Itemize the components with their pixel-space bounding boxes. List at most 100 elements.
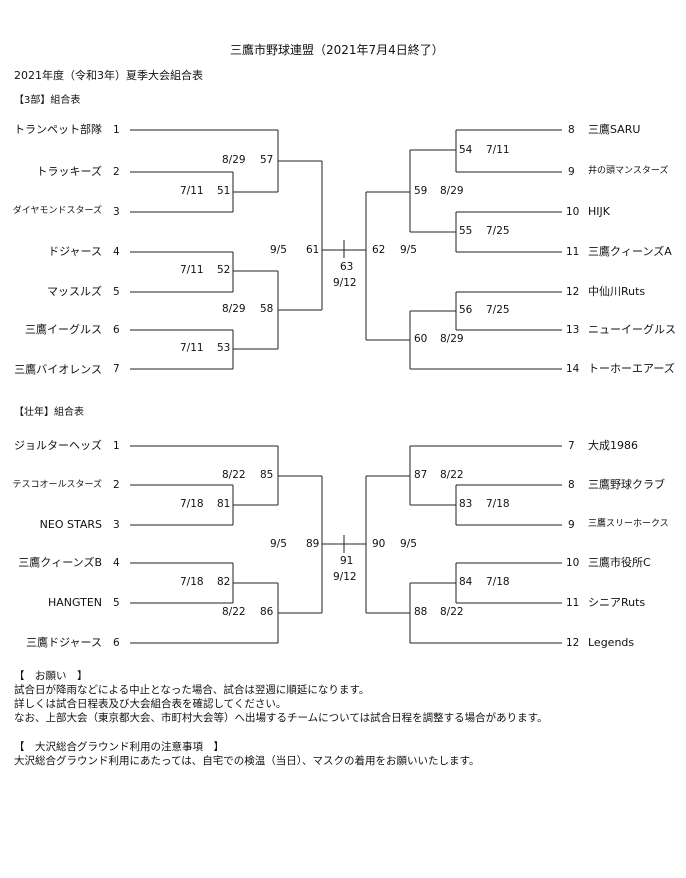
team-number: 1 [113, 440, 120, 452]
request-line: 詳しくは試合日程表及び大会組合表を確認してください。 [14, 698, 287, 710]
team-number: 9 [568, 519, 575, 531]
game-number: 86 [260, 606, 274, 618]
game-date: 7/25 [486, 225, 510, 237]
game-date: 7/11 [180, 185, 204, 197]
div3-header: 【3部】組合表 [14, 95, 81, 106]
team-name: トランペット部隊 [14, 123, 102, 136]
game-number: 57 [260, 154, 274, 166]
masters-header: 【壮年】組合表 [14, 407, 84, 418]
team-name: Legends [588, 636, 635, 649]
game-date: 9/5 [400, 244, 417, 256]
document-subtitle: 2021年度（令和3年）夏季大会組合表 [14, 69, 203, 82]
team-name: 三鷹バイオレンス [14, 363, 102, 376]
final-game-date: 9/12 [333, 277, 357, 289]
team-number: 8 [568, 479, 575, 491]
team-name: 三鷹クィーンズB [18, 556, 102, 569]
team-name: トラッキーズ [36, 165, 102, 178]
game-date: 7/11 [486, 144, 510, 156]
game-date: 7/25 [486, 304, 510, 316]
game-number: 84 [459, 576, 473, 588]
game-date: 8/22 [440, 469, 464, 481]
game-date: 7/18 [180, 576, 204, 588]
game-number: 51 [217, 185, 231, 197]
team-name: テスコオールスターズ [12, 480, 102, 490]
game-number: 62 [372, 244, 386, 256]
team-number: 9 [568, 166, 575, 178]
game-date: 8/29 [440, 333, 464, 345]
game-number: 56 [459, 304, 473, 316]
team-number: 3 [113, 206, 120, 218]
game-date: 9/5 [270, 538, 287, 550]
team-number: 2 [113, 166, 120, 178]
game-number: 60 [414, 333, 428, 345]
game-number: 90 [372, 538, 386, 550]
team-number: 8 [568, 124, 575, 136]
game-number: 87 [414, 469, 428, 481]
team-name: ニューイーグルス [588, 323, 676, 336]
team-name: 三鷹野球クラブ [588, 478, 665, 491]
request-line: 試合日が降雨などによる中止となった場合、試合は翌週に順延になります。 [14, 684, 370, 696]
game-date: 8/29 [222, 303, 246, 315]
game-date: 7/11 [180, 342, 204, 354]
request-header: 【 お願い 】 [14, 670, 88, 682]
team-name: シニアRuts [588, 596, 646, 609]
team-name: HANGTEN [47, 596, 102, 609]
game-date: 8/22 [222, 469, 246, 481]
final-game-date: 9/12 [333, 571, 357, 583]
team-number: 6 [113, 637, 120, 649]
game-number: 54 [459, 144, 473, 156]
team-number: 4 [113, 246, 120, 258]
game-date: 9/5 [270, 244, 287, 256]
team-name: 三鷹イーグルス [25, 323, 102, 336]
team-name: ドジャース [48, 245, 102, 258]
team-name: 三鷹市役所C [588, 556, 651, 569]
game-number: 85 [260, 469, 274, 481]
game-date: 8/22 [222, 606, 246, 618]
game-number: 52 [217, 264, 231, 276]
team-name: 三鷹クィーンズA [588, 245, 672, 258]
team-number: 6 [113, 324, 120, 336]
team-number: 2 [113, 479, 120, 491]
team-number: 11 [566, 597, 580, 609]
team-name: 中仙川Ruts [588, 285, 646, 298]
game-number: 83 [459, 498, 473, 510]
game-number: 61 [306, 244, 320, 256]
team-name: 三鷹スリーホークス [588, 519, 669, 529]
team-number: 14 [566, 363, 580, 375]
ground-line: 大沢総合グラウンド利用にあたっては、自宅での検温（当日）、マスクの着用をお願いい… [14, 755, 480, 767]
team-name: 井の頭マンスターズ [588, 166, 669, 176]
request-line: なお、上部大会（東京都大会、市町村大会等）へ出場するチームについては試合日程を調… [14, 712, 548, 724]
team-number: 7 [113, 363, 120, 375]
game-number: 82 [217, 576, 231, 588]
div3-left-bracket [130, 129, 366, 370]
team-number: 3 [113, 519, 120, 531]
div3-right-bracket [365, 129, 562, 370]
masters-right-bracket [365, 445, 562, 644]
game-date: 7/18 [180, 498, 204, 510]
game-date: 8/22 [440, 606, 464, 618]
ground-notes: 【 大沢総合グラウンド利用の注意事項 】 大沢総合グラウンド利用にあたっては、自… [14, 740, 479, 768]
team-number: 12 [566, 637, 580, 649]
team-name: HIJK [588, 205, 610, 218]
game-number: 88 [414, 606, 428, 618]
game-date: 9/5 [400, 538, 417, 550]
request-notes: 【 お願い 】 試合日が降雨などによる中止となった場合、試合は翌週に順延になりま… [14, 669, 548, 725]
game-number: 89 [306, 538, 320, 550]
game-number: 53 [217, 342, 231, 354]
team-number: 5 [113, 597, 120, 609]
team-name: 三鷹SARU [588, 123, 641, 136]
team-number: 4 [113, 557, 120, 569]
team-name: 大成1986 [588, 439, 638, 452]
game-date: 8/29 [222, 154, 246, 166]
team-number: 10 [566, 206, 580, 218]
team-number: 11 [566, 246, 580, 258]
team-name: ダイヤモンドスターズ [12, 206, 102, 216]
team-number: 7 [568, 440, 575, 452]
team-number: 10 [566, 557, 580, 569]
team-number: 5 [113, 286, 120, 298]
game-date: 7/18 [486, 498, 510, 510]
game-date: 8/29 [440, 185, 464, 197]
masters-left-bracket [130, 445, 366, 644]
team-name: ジョルターヘッズ [14, 439, 102, 452]
game-date: 7/11 [180, 264, 204, 276]
